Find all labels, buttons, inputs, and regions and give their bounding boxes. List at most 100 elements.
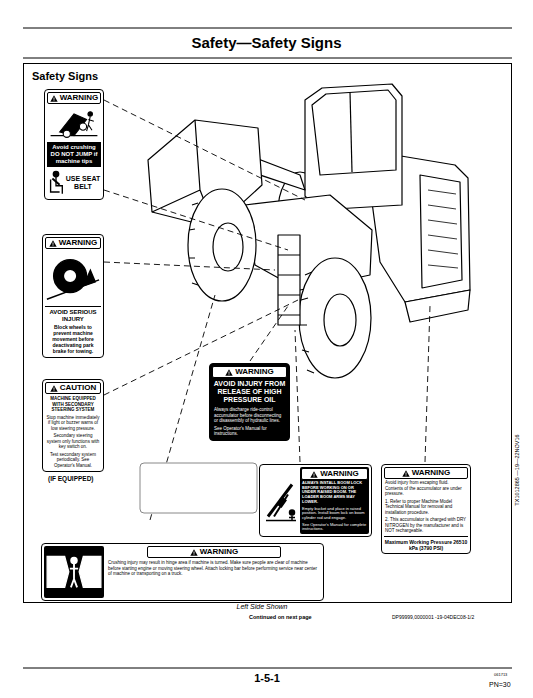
sign-text: ALWAYS INSTALL BOOM LOCK BEFORE WORKING … <box>301 480 368 506</box>
graphic-part <box>193 551 195 553</box>
pictogram <box>47 105 101 141</box>
graphic-part <box>47 556 69 587</box>
pictogram <box>47 169 65 197</box>
graphic-part <box>313 473 315 475</box>
graphic-part <box>50 95 57 101</box>
page-title: Safety—Safety Signs <box>0 34 533 52</box>
graphic-part <box>53 171 58 176</box>
sign-text: Avoid injury from escaping fluid. Conten… <box>384 479 468 498</box>
graphic-part <box>70 564 78 588</box>
signal-word: WARNING <box>320 469 359 479</box>
graphic-part <box>299 258 371 378</box>
sign-row: WARNINGCrushing injury may result in hin… <box>44 546 321 598</box>
sign-text: Test secondary system periodically. See … <box>45 451 101 470</box>
pictogram <box>45 250 101 305</box>
signal-word-panel: CAUTION <box>45 382 101 394</box>
warning-triangle <box>50 95 60 102</box>
signal-word: WARNING <box>412 468 451 478</box>
graphic-part <box>312 90 396 175</box>
graphic-part <box>250 306 288 361</box>
safety-signs-frame: Safety SignsWARNINGAvoid crushing DO NOT… <box>23 63 512 603</box>
sign-text: 1. Refer to proper Machine Model Technic… <box>384 498 468 517</box>
graphic-part <box>47 169 65 197</box>
graphic-part <box>53 97 55 99</box>
graphic-part <box>420 175 462 288</box>
if-equipped-note: (IF EQUIPPED) <box>48 475 94 482</box>
graphic-part <box>324 294 356 346</box>
graphic-part <box>193 553 195 555</box>
sign-text: AVOID INJURY FROM RELEASE OF HIGH PRESSU… <box>212 378 287 406</box>
sign-text: MACHINE EQUIPPED WITH SECONDARY STEERING… <box>45 394 101 414</box>
graphic-part <box>189 203 198 285</box>
graphic-part <box>425 306 430 462</box>
graphic-part <box>405 474 407 476</box>
graphic-part <box>405 290 470 322</box>
page-rules <box>23 28 512 668</box>
signal-word-panel: WARNING <box>45 237 101 249</box>
graphic-part <box>79 556 101 587</box>
graphic-part <box>228 371 230 373</box>
continued-note: Continued on next page <box>249 614 312 620</box>
graphic-part <box>52 242 54 244</box>
graphic-part <box>53 387 55 389</box>
signal-word-panel: WARNING <box>212 366 287 378</box>
graphic-part <box>53 99 55 101</box>
graphic-part <box>278 498 286 507</box>
safety-sign: WARNINGAvoid injury from escaping fluid.… <box>381 464 471 554</box>
signal-word-panel: WARNING <box>147 546 281 558</box>
graphic-part <box>402 470 409 476</box>
revision-date: 061713 <box>494 672 507 677</box>
sign-text: See Operator's Manual for instructions. <box>212 425 287 438</box>
graphic-part <box>188 189 256 301</box>
graphic-part <box>295 330 300 462</box>
graphic-part <box>53 389 55 391</box>
graphic-part <box>225 369 233 376</box>
sign-text: 2. This accumulator is charged with DRY … <box>384 516 468 535</box>
graphic-part <box>305 84 402 210</box>
graphic-part <box>49 240 56 246</box>
graphic-part <box>51 112 98 138</box>
signal-word-panel: WARNING <box>384 467 468 479</box>
graphic-part <box>44 546 104 598</box>
sign-text: Stop machine immediately if light or buz… <box>45 414 101 433</box>
sign-text: USE SEAT BELT <box>65 175 101 191</box>
graphic-part <box>50 385 58 392</box>
blank-decal-area <box>140 463 257 513</box>
graphic-part <box>104 262 275 270</box>
page-code: PN=30 <box>489 681 511 688</box>
graphic-part <box>84 270 96 285</box>
graphic-part <box>268 485 292 517</box>
graphic-part <box>405 472 407 474</box>
graphic-part <box>402 470 410 477</box>
sign-text: Empty bucket and place in raised positio… <box>301 506 368 522</box>
graphic-part <box>190 549 197 555</box>
sign-text: AVOID SERIOUS INJURY <box>45 306 101 323</box>
warning-triangle <box>190 549 200 556</box>
sign-text: Secondary steering system only functions… <box>45 432 101 451</box>
graphic-part <box>52 244 54 246</box>
graphic-part <box>428 190 458 268</box>
graphic-part <box>51 177 63 194</box>
graphic-part <box>47 105 101 141</box>
graphic-part <box>262 467 300 534</box>
safety-sign: WARNINGAVOID SERIOUS INJURYBlock wheels … <box>42 234 104 358</box>
safety-sign: CAUTIONMACHINE EQUIPPED WITH SECONDARY S… <box>42 379 104 472</box>
graphic-part <box>228 373 230 375</box>
graphic-part <box>290 510 295 515</box>
graphic-part <box>47 556 101 587</box>
graphic-part <box>278 235 300 325</box>
figure-code: TX1012865 —19—22NOV16 <box>514 434 520 505</box>
graphic-part <box>23 668 512 669</box>
safety-sign: WARNINGCrushing injury may result in hin… <box>41 543 324 601</box>
safety-sign: WARNINGALWAYS INSTALL BOOM LOCK BEFORE W… <box>259 464 372 537</box>
signal-word: CAUTION <box>60 383 96 393</box>
signal-word: WARNING <box>200 547 239 557</box>
view-note: Left Side Shown <box>202 603 322 610</box>
pictogram <box>262 467 300 534</box>
graphic-part <box>47 260 99 300</box>
graphic-part <box>313 475 315 477</box>
sign-text: Maximum Working Pressure 26510 kPa (3790… <box>384 536 468 551</box>
signal-word: WARNING <box>59 238 98 248</box>
document-code: DP99999,0000001 -19-04DEC08-1/2 <box>392 614 474 620</box>
signal-word: WARNING <box>235 367 274 377</box>
